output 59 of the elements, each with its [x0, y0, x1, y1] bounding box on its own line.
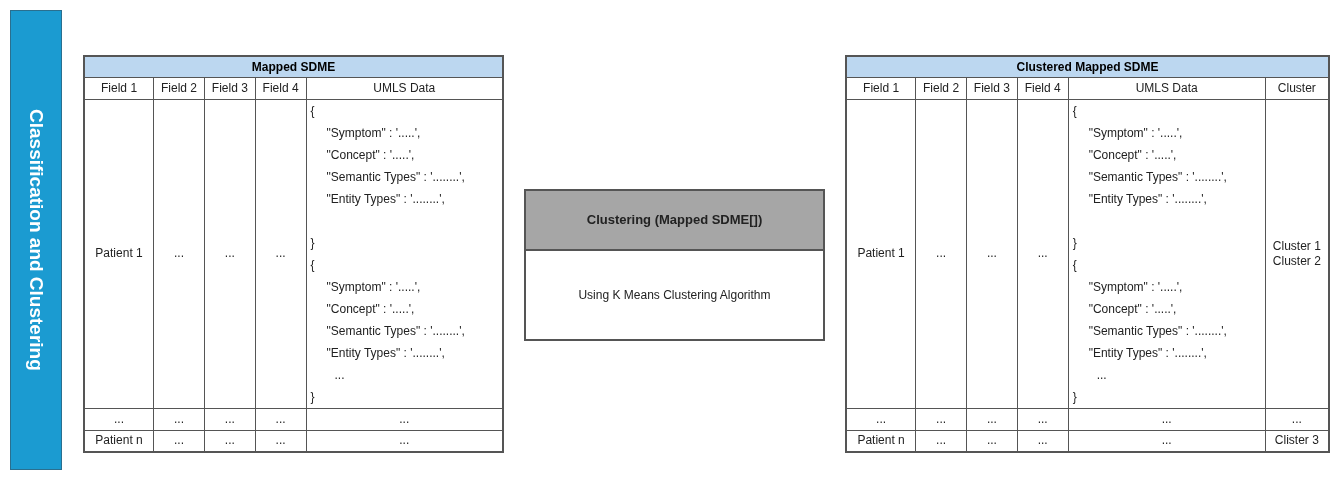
- column-header: Field 4: [255, 77, 307, 99]
- code-line: "Entity Types" : '........',: [1087, 190, 1207, 208]
- column-header: Field 1: [846, 77, 916, 99]
- band-title: Classification and Clustering: [25, 109, 49, 371]
- table-cell: ...: [153, 408, 205, 430]
- column-header: Field 2: [915, 77, 967, 99]
- code-line: }: [1072, 234, 1077, 252]
- code-line: "Entity Types" : '........',: [325, 344, 445, 362]
- code-line: "Concept" : '.....',: [1087, 300, 1177, 318]
- code-line: "Symptom" : '.....',: [325, 278, 421, 296]
- code-line: }: [310, 388, 315, 406]
- code-line: "Entity Types" : '........',: [325, 190, 445, 208]
- code-line: {: [310, 102, 315, 120]
- code-line: {: [310, 256, 315, 274]
- table-cell: ...: [255, 99, 307, 408]
- column-header: UMLS Data: [1068, 77, 1266, 99]
- table-cell: ...: [966, 99, 1018, 408]
- column-header: Field 4: [1017, 77, 1069, 99]
- table-cell: ...: [1068, 408, 1266, 430]
- table-cell: Patient 1: [846, 99, 916, 408]
- table-cell: ...: [915, 99, 967, 408]
- code-line: "Concept" : '.....',: [325, 146, 415, 164]
- table-title: Mapped SDME: [84, 56, 503, 77]
- process-box: [524, 189, 825, 341]
- code-line: "Semantic Types" : '........',: [1087, 322, 1227, 340]
- code-line: "Symptom" : '.....',: [1087, 278, 1183, 296]
- code-line: "Semantic Types" : '........',: [325, 322, 465, 340]
- side-band: [10, 10, 62, 470]
- code-line: "Symptom" : '.....',: [1087, 124, 1183, 142]
- code-line: ...: [1095, 366, 1107, 384]
- table-cell: ...: [153, 99, 205, 408]
- table-title: Clustered Mapped SDME: [846, 56, 1329, 77]
- code-line: "Entity Types" : '........',: [1087, 344, 1207, 362]
- code-line: "Symptom" : '.....',: [325, 124, 421, 142]
- table-cell: ...: [915, 408, 967, 430]
- code-line: {: [1072, 102, 1077, 120]
- code-line: "Semantic Types" : '........',: [1087, 168, 1227, 186]
- box-text: Using K Means Clustering Algorithm: [578, 287, 771, 304]
- column-header: Field 1: [84, 77, 154, 99]
- table-cell: ...: [966, 408, 1018, 430]
- table-cell: ...: [84, 408, 154, 430]
- code-line: "Concept" : '.....',: [1087, 146, 1177, 164]
- table-cell: ...: [846, 408, 916, 430]
- code-line: "Semantic Types" : '........',: [325, 168, 465, 186]
- column-header: Field 3: [204, 77, 256, 99]
- column-header: Field 2: [153, 77, 205, 99]
- code-line: }: [310, 234, 315, 252]
- table-cell: ...: [1017, 99, 1069, 408]
- code-line: {: [1072, 256, 1077, 274]
- table-cell: Patient 1: [84, 99, 154, 408]
- code-line: ...: [333, 366, 345, 384]
- box-header: Clustering (Mapped SDME[]): [526, 191, 823, 251]
- table-cell: ...: [1017, 408, 1069, 430]
- column-header: Field 3: [966, 77, 1018, 99]
- code-line: "Concept" : '.....',: [325, 300, 415, 318]
- table-cell: ...: [204, 408, 256, 430]
- table-cell: ...: [255, 408, 307, 430]
- code-line: }: [1072, 388, 1077, 406]
- table-cell: ...: [204, 99, 256, 408]
